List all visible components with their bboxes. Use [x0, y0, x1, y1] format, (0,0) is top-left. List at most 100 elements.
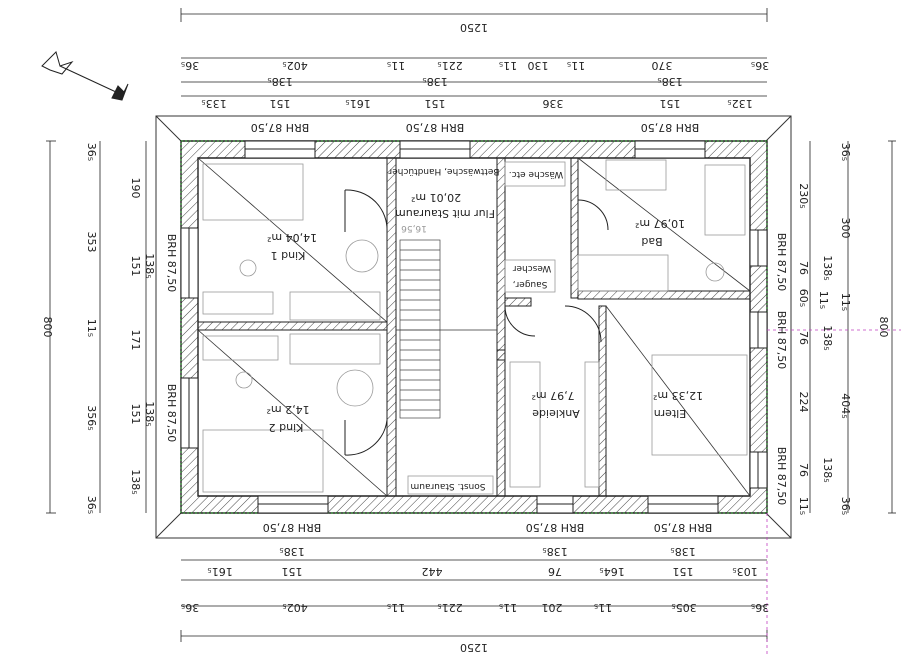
dim-bot-r2-4: 11₅	[499, 601, 517, 614]
dim-right-i-6: 11₅	[797, 497, 810, 515]
room-labels: 14,04 m² Kind 1 14,2 m² Kind 2 20,01 m² …	[266, 191, 703, 434]
room-diagonals	[197, 157, 751, 497]
dim-bot-r2-2: 11₅	[387, 601, 405, 614]
label-stair-note: 16,56	[401, 223, 427, 233]
dim-top-r3-1: 138₅	[422, 75, 447, 88]
dim-bot-r1-2: 442	[422, 565, 443, 578]
win-bot-0: BRH 87,50	[263, 521, 321, 534]
dim-top-overall: 1250	[460, 21, 488, 34]
room-flur-name: Flur mit Stauraum	[395, 207, 495, 220]
dim-right-op-1: 138₅	[821, 325, 834, 350]
dim-left-i-2: 171	[129, 330, 142, 351]
dim-right-o-4: 36₅	[839, 497, 852, 515]
dim-left-i-1: 151	[129, 256, 142, 277]
furniture	[202, 159, 748, 495]
room-ankleide-area: 7,97 m²	[531, 389, 574, 402]
dim-top-r2-8: 36₅	[751, 59, 769, 72]
dims-bottom: 138₅ 138₅ 138₅ 161₅ 151 442 76 164₅ 151 …	[181, 545, 769, 654]
north-arrow-icon	[41, 51, 129, 101]
dim-left-i-4: 138₅	[129, 469, 142, 494]
dim-bot-r2-7: 305₅	[671, 601, 696, 614]
room-kind2-area: 14,2 m²	[266, 403, 309, 416]
dimension-lines	[46, 8, 901, 657]
dim-bot-r2-8: 36₅	[751, 601, 769, 614]
dim-left-o-4: 36₅	[85, 496, 98, 514]
win-bot-1: BRH 87,50	[526, 521, 584, 534]
dim-right-i-3: 76	[797, 331, 810, 345]
dim-top-r2-5: 130	[528, 59, 549, 72]
dim-bot-r2-3: 221₅	[437, 601, 462, 614]
win-top-0: BRH 87,50	[251, 121, 309, 134]
win-right-0: BRH 87,50	[775, 233, 788, 291]
dim-top-r4-0: 133₅	[201, 97, 226, 110]
dim-bot-u-1: 138₅	[542, 545, 567, 558]
room-ankleide-name: Ankleide	[532, 407, 580, 420]
dim-right-o-2: 11₅	[839, 293, 852, 311]
dim-bot-r2-1: 402₅	[282, 601, 307, 614]
stairs	[399, 239, 441, 419]
windows	[180, 140, 768, 514]
dim-top-r3-0: 138₅	[267, 75, 292, 88]
room-kind2-name: Kind 2	[269, 421, 304, 434]
dim-bot-r1-1: 151	[282, 565, 303, 578]
dim-right-o-0: 36₅	[839, 143, 852, 161]
dims-right: 800 36₅ 300 11₅ 404₅ 36₅ 230₅ 76 60₅ 76 …	[797, 143, 890, 515]
dims-left: 800 36₅ 353 11₅ 356₅ 36₅ 190 151 171 151…	[41, 143, 156, 514]
dim-left-op-1: 138₅	[143, 401, 156, 426]
dims-top: 1250 36₅ 402₅ 11₅ 221₅ 11₅ 130 11₅ 370 3…	[181, 21, 769, 110]
dim-left-o-3: 356₅	[85, 405, 98, 430]
win-top-2: BRH 87,50	[641, 121, 699, 134]
storage-labels: Bettwäsche, Handtücher Wäsche etc. Wesch…	[388, 166, 563, 491]
dim-right-i-4: 224	[797, 392, 810, 413]
dim-bot-r1-4: 164₅	[599, 565, 624, 578]
dim-top-r4-2: 161₅	[345, 97, 370, 110]
dim-left-i-0: 190	[129, 178, 142, 199]
dim-top-r2-4: 11₅	[499, 59, 517, 72]
dim-bot-overall: 1250	[460, 641, 488, 654]
dim-top-r4-4: 336	[543, 97, 564, 110]
dim-bot-r1-3: 76	[548, 565, 562, 578]
label-sauger: Sauger,	[513, 279, 548, 289]
dim-bot-u-2: 138₅	[670, 545, 695, 558]
room-eltern-name: Eltern	[654, 407, 686, 420]
win-right-2: BRH 87,50	[775, 447, 788, 505]
dim-left-o-1: 353	[85, 232, 98, 253]
label-wescher: Wescher	[512, 263, 551, 273]
label-sonst: Sonst. Stauraum	[410, 481, 485, 491]
dim-bot-r1-0: 161₅	[207, 565, 232, 578]
dim-right-i-0: 230₅	[797, 183, 810, 208]
dim-left-o-0: 36₅	[85, 143, 98, 161]
room-kind1-name: Kind 1	[271, 249, 306, 262]
label-bettwaesche: Bettwäsche, Handtücher	[388, 166, 499, 176]
dim-top-r4-1: 151	[270, 97, 291, 110]
dim-right-o-1: 300	[839, 218, 852, 239]
win-top-1: BRH 87,50	[406, 121, 464, 134]
dim-top-r2-6: 11₅	[567, 59, 585, 72]
room-eltern-area: 12,33 m²	[653, 389, 703, 402]
win-bot-2: BRH 87,50	[654, 521, 712, 534]
dim-right-overall: 800	[877, 317, 890, 338]
dim-bot-r1-6: 103₅	[732, 565, 757, 578]
dim-left-op-0: 138₅	[143, 253, 156, 278]
dim-top-r2-3: 221₅	[437, 59, 462, 72]
dim-right-op-0: 138₅	[821, 255, 834, 280]
dim-top-r3-2: 138₅	[657, 75, 682, 88]
win-left-1: BRH 87,50	[165, 384, 178, 442]
dim-top-r2-1: 402₅	[282, 59, 307, 72]
dim-right-op-2: 138₅	[821, 457, 834, 482]
dim-right-i-5: 76	[797, 463, 810, 477]
dim-right-i-2: 60₅	[797, 289, 810, 307]
window-labels: BRH 87,50 BRH 87,50 BRH 87,50 BRH 87,50 …	[165, 121, 788, 534]
room-flur-area: 20,01 m²	[411, 191, 461, 204]
dim-top-r4-3: 151	[425, 97, 446, 110]
dim-top-r4-6: 132₅	[727, 97, 752, 110]
dim-left-o-2: 11₅	[85, 319, 98, 337]
roof-outline	[155, 115, 792, 539]
dim-bot-u-0: 138₅	[279, 545, 304, 558]
room-kind1-area: 14,04 m²	[267, 231, 317, 244]
dim-left-overall: 800	[41, 317, 54, 338]
dim-top-r2-0: 36₅	[181, 59, 199, 72]
dim-bot-r2-0: 36₅	[181, 601, 199, 614]
room-bad-area: 10,97 m²	[635, 217, 685, 230]
